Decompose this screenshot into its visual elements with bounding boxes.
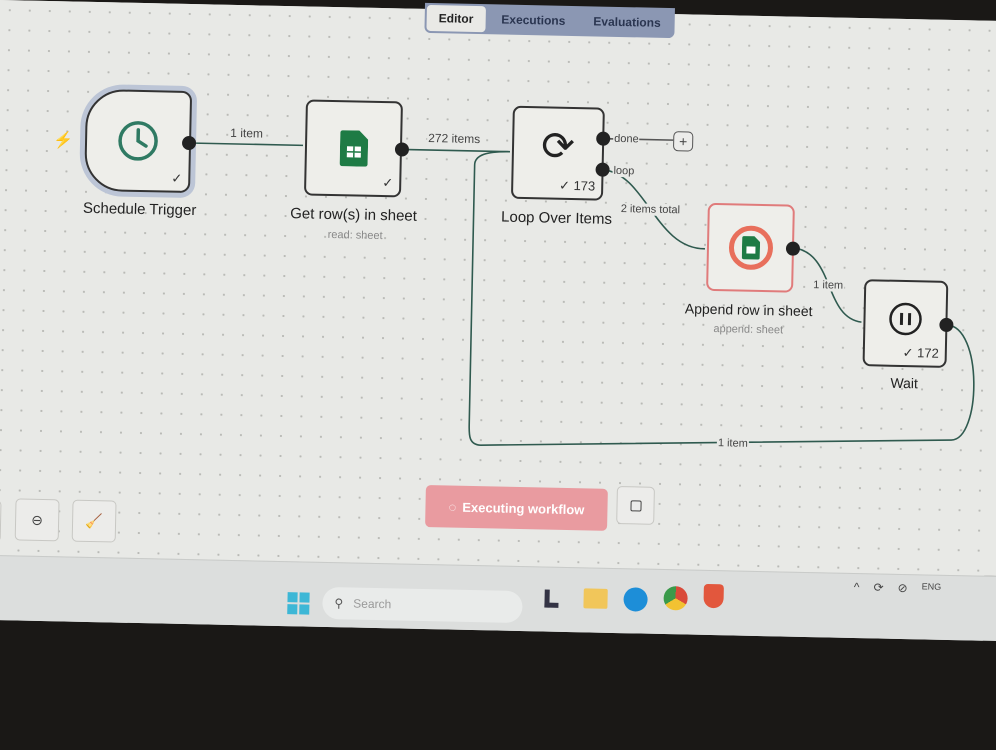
file-explorer-icon[interactable] (583, 588, 608, 609)
node-get-rows[interactable]: ✓ (303, 99, 403, 198)
done-output-label: done (613, 132, 640, 146)
node-label: Wait (890, 374, 919, 392)
edge-label: 1 item (716, 437, 749, 450)
search-icon: ⚲ (334, 596, 344, 611)
node-wait[interactable]: ✓ 172 (862, 279, 949, 368)
taskbar-search[interactable]: ⚲ Search (322, 586, 523, 624)
node-append-row[interactable] (706, 202, 795, 293)
success-check-icon: ✓ (171, 170, 183, 186)
executing-label: Executing workflow (462, 499, 585, 517)
edge-browser-icon[interactable] (623, 587, 648, 612)
node-subtitle: append: sheet (713, 323, 784, 337)
node-schedule-trigger[interactable]: ✓ (84, 88, 193, 194)
chevron-up-icon[interactable]: ^ (853, 580, 860, 595)
workflow-canvas[interactable]: Editor Executions Evaluations ⚡ ✓ Schedu… (0, 0, 996, 577)
node-label: Append row in sheet (684, 300, 813, 320)
edge-label: 272 items (427, 130, 482, 147)
node-loop-over-items[interactable]: ⟳ ✓ 173 (510, 105, 605, 201)
search-placeholder: Search (353, 596, 392, 612)
run-count: ✓ 172 (902, 344, 939, 361)
success-check-icon: ✓ (382, 175, 394, 191)
node-label: Get row(s) in sheet (290, 205, 418, 225)
clock-icon (118, 121, 158, 161)
brave-browser-icon[interactable] (703, 583, 724, 609)
edge-trigger-get (189, 142, 304, 147)
stop-icon (629, 499, 642, 512)
edge-get-loop (401, 148, 510, 153)
cloud-off-icon[interactable]: ⊘ (897, 580, 908, 596)
task-view-icon[interactable] (544, 589, 559, 608)
node-label: Loop Over Items (500, 208, 613, 228)
system-tray: ^ ⟳ ⊘ ENG (854, 580, 942, 596)
google-sheets-icon (741, 236, 760, 260)
edge-label: 2 items total (619, 203, 682, 217)
trigger-bolt-icon: ⚡ (52, 132, 74, 150)
pause-icon (889, 302, 922, 335)
screen: Editor Executions Evaluations ⚡ ✓ Schedu… (0, 0, 996, 642)
add-node-button[interactable]: + (672, 131, 694, 152)
loop-output-label: loop (612, 164, 636, 178)
run-count: ✓ 173 (558, 177, 596, 194)
executing-workflow-button[interactable]: ◌ Executing workflow (425, 485, 608, 531)
sync-icon[interactable]: ⟳ (873, 580, 884, 595)
zoom-out-button[interactable]: ⊖ (14, 498, 60, 542)
edge-label: 1 item (229, 125, 265, 141)
node-subtitle: read: sheet (327, 228, 383, 243)
language-indicator[interactable]: ENG (921, 581, 942, 592)
running-spinner-icon (728, 225, 773, 271)
broom-icon: 🧹 (85, 512, 104, 529)
chrome-icon[interactable] (663, 586, 688, 611)
google-sheets-icon (339, 130, 368, 167)
spinner-icon: ◌ (448, 499, 457, 515)
edge-label: 1 item (812, 279, 845, 292)
node-label: Schedule Trigger (82, 199, 197, 220)
stop-execution-button[interactable] (616, 486, 655, 525)
edge-wait-loop (468, 150, 975, 446)
tidy-up-button[interactable]: 🧹 (71, 499, 117, 543)
zoom-out-icon: ⊖ (31, 511, 44, 528)
windows-start-icon[interactable] (287, 592, 310, 615)
refresh-icon: ⟳ (540, 123, 576, 169)
